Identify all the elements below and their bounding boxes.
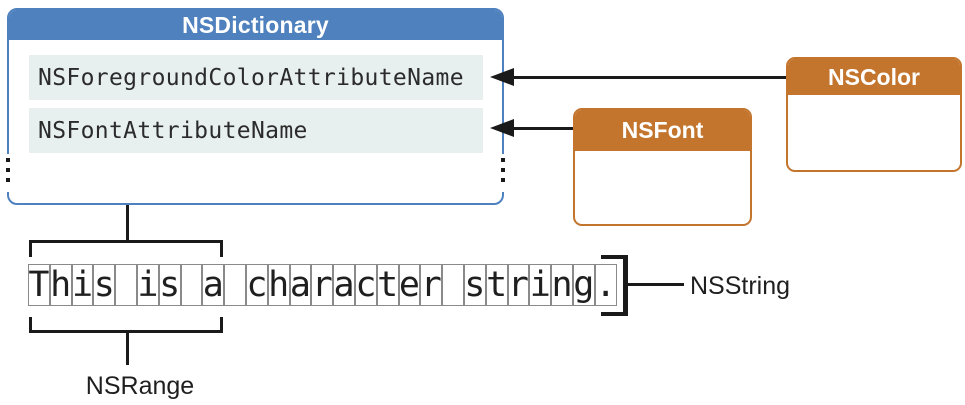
char-cell: h	[49, 264, 72, 306]
char-cell: e	[398, 264, 421, 306]
range-label-stem	[126, 332, 129, 365]
char-cell: T	[28, 264, 50, 306]
char-cell: .	[594, 264, 617, 306]
char-cell: s	[463, 264, 486, 306]
range-bracket-top	[29, 240, 223, 257]
char-cell: s	[93, 264, 116, 306]
char-cell: h	[267, 264, 290, 306]
ellipsis-dots-left	[6, 158, 10, 182]
char-cell	[180, 264, 203, 306]
border-gap-right	[499, 154, 506, 192]
char-cell: t	[485, 264, 508, 306]
char-cell: c	[354, 264, 377, 306]
dict-key-foreground-color: NSForegroundColorAttributeName	[29, 55, 483, 100]
char-cell: a	[289, 264, 312, 306]
nsfont-arrowhead-icon	[490, 119, 514, 137]
char-cell: a	[333, 264, 355, 306]
nsfont-box: NSFont	[573, 108, 752, 226]
char-cell: s	[158, 264, 181, 306]
nsstring-label: NSString	[690, 272, 791, 300]
ellipsis-dots-right	[501, 158, 505, 182]
nscolor-arrow-line	[506, 76, 786, 79]
nscolor-title: NSColor	[788, 59, 960, 95]
char-cell	[115, 264, 137, 306]
char-cell: n	[551, 264, 573, 306]
char-cell: c	[245, 264, 268, 306]
char-cell: r	[420, 264, 443, 306]
nscolor-box: NSColor	[786, 57, 962, 172]
nsdictionary-box: NSDictionary	[7, 8, 504, 205]
dict-key-font: NSFontAttributeName	[29, 108, 483, 153]
char-cell: t	[376, 264, 399, 306]
nscolor-arrowhead-icon	[490, 68, 514, 86]
char-cell	[442, 264, 464, 306]
nsstring-label-line	[628, 283, 684, 286]
border-gap-left	[5, 154, 12, 192]
nsfont-title: NSFont	[575, 110, 750, 151]
nsstring-bracket	[601, 255, 628, 316]
dictionary-to-range-connector	[126, 205, 129, 241]
char-cell: r	[507, 264, 530, 306]
nsrange-label: NSRange	[85, 372, 195, 400]
nsfont-arrow-line	[506, 127, 573, 130]
char-cell	[224, 264, 246, 306]
char-cell: r	[311, 264, 334, 306]
char-cell: i	[136, 264, 159, 306]
char-cell: i	[71, 264, 94, 306]
nsdictionary-title: NSDictionary	[9, 10, 502, 40]
range-bracket-bottom	[29, 317, 223, 333]
char-cell: a	[202, 264, 225, 306]
char-cell: i	[529, 264, 552, 306]
char-cell: g	[572, 264, 595, 306]
